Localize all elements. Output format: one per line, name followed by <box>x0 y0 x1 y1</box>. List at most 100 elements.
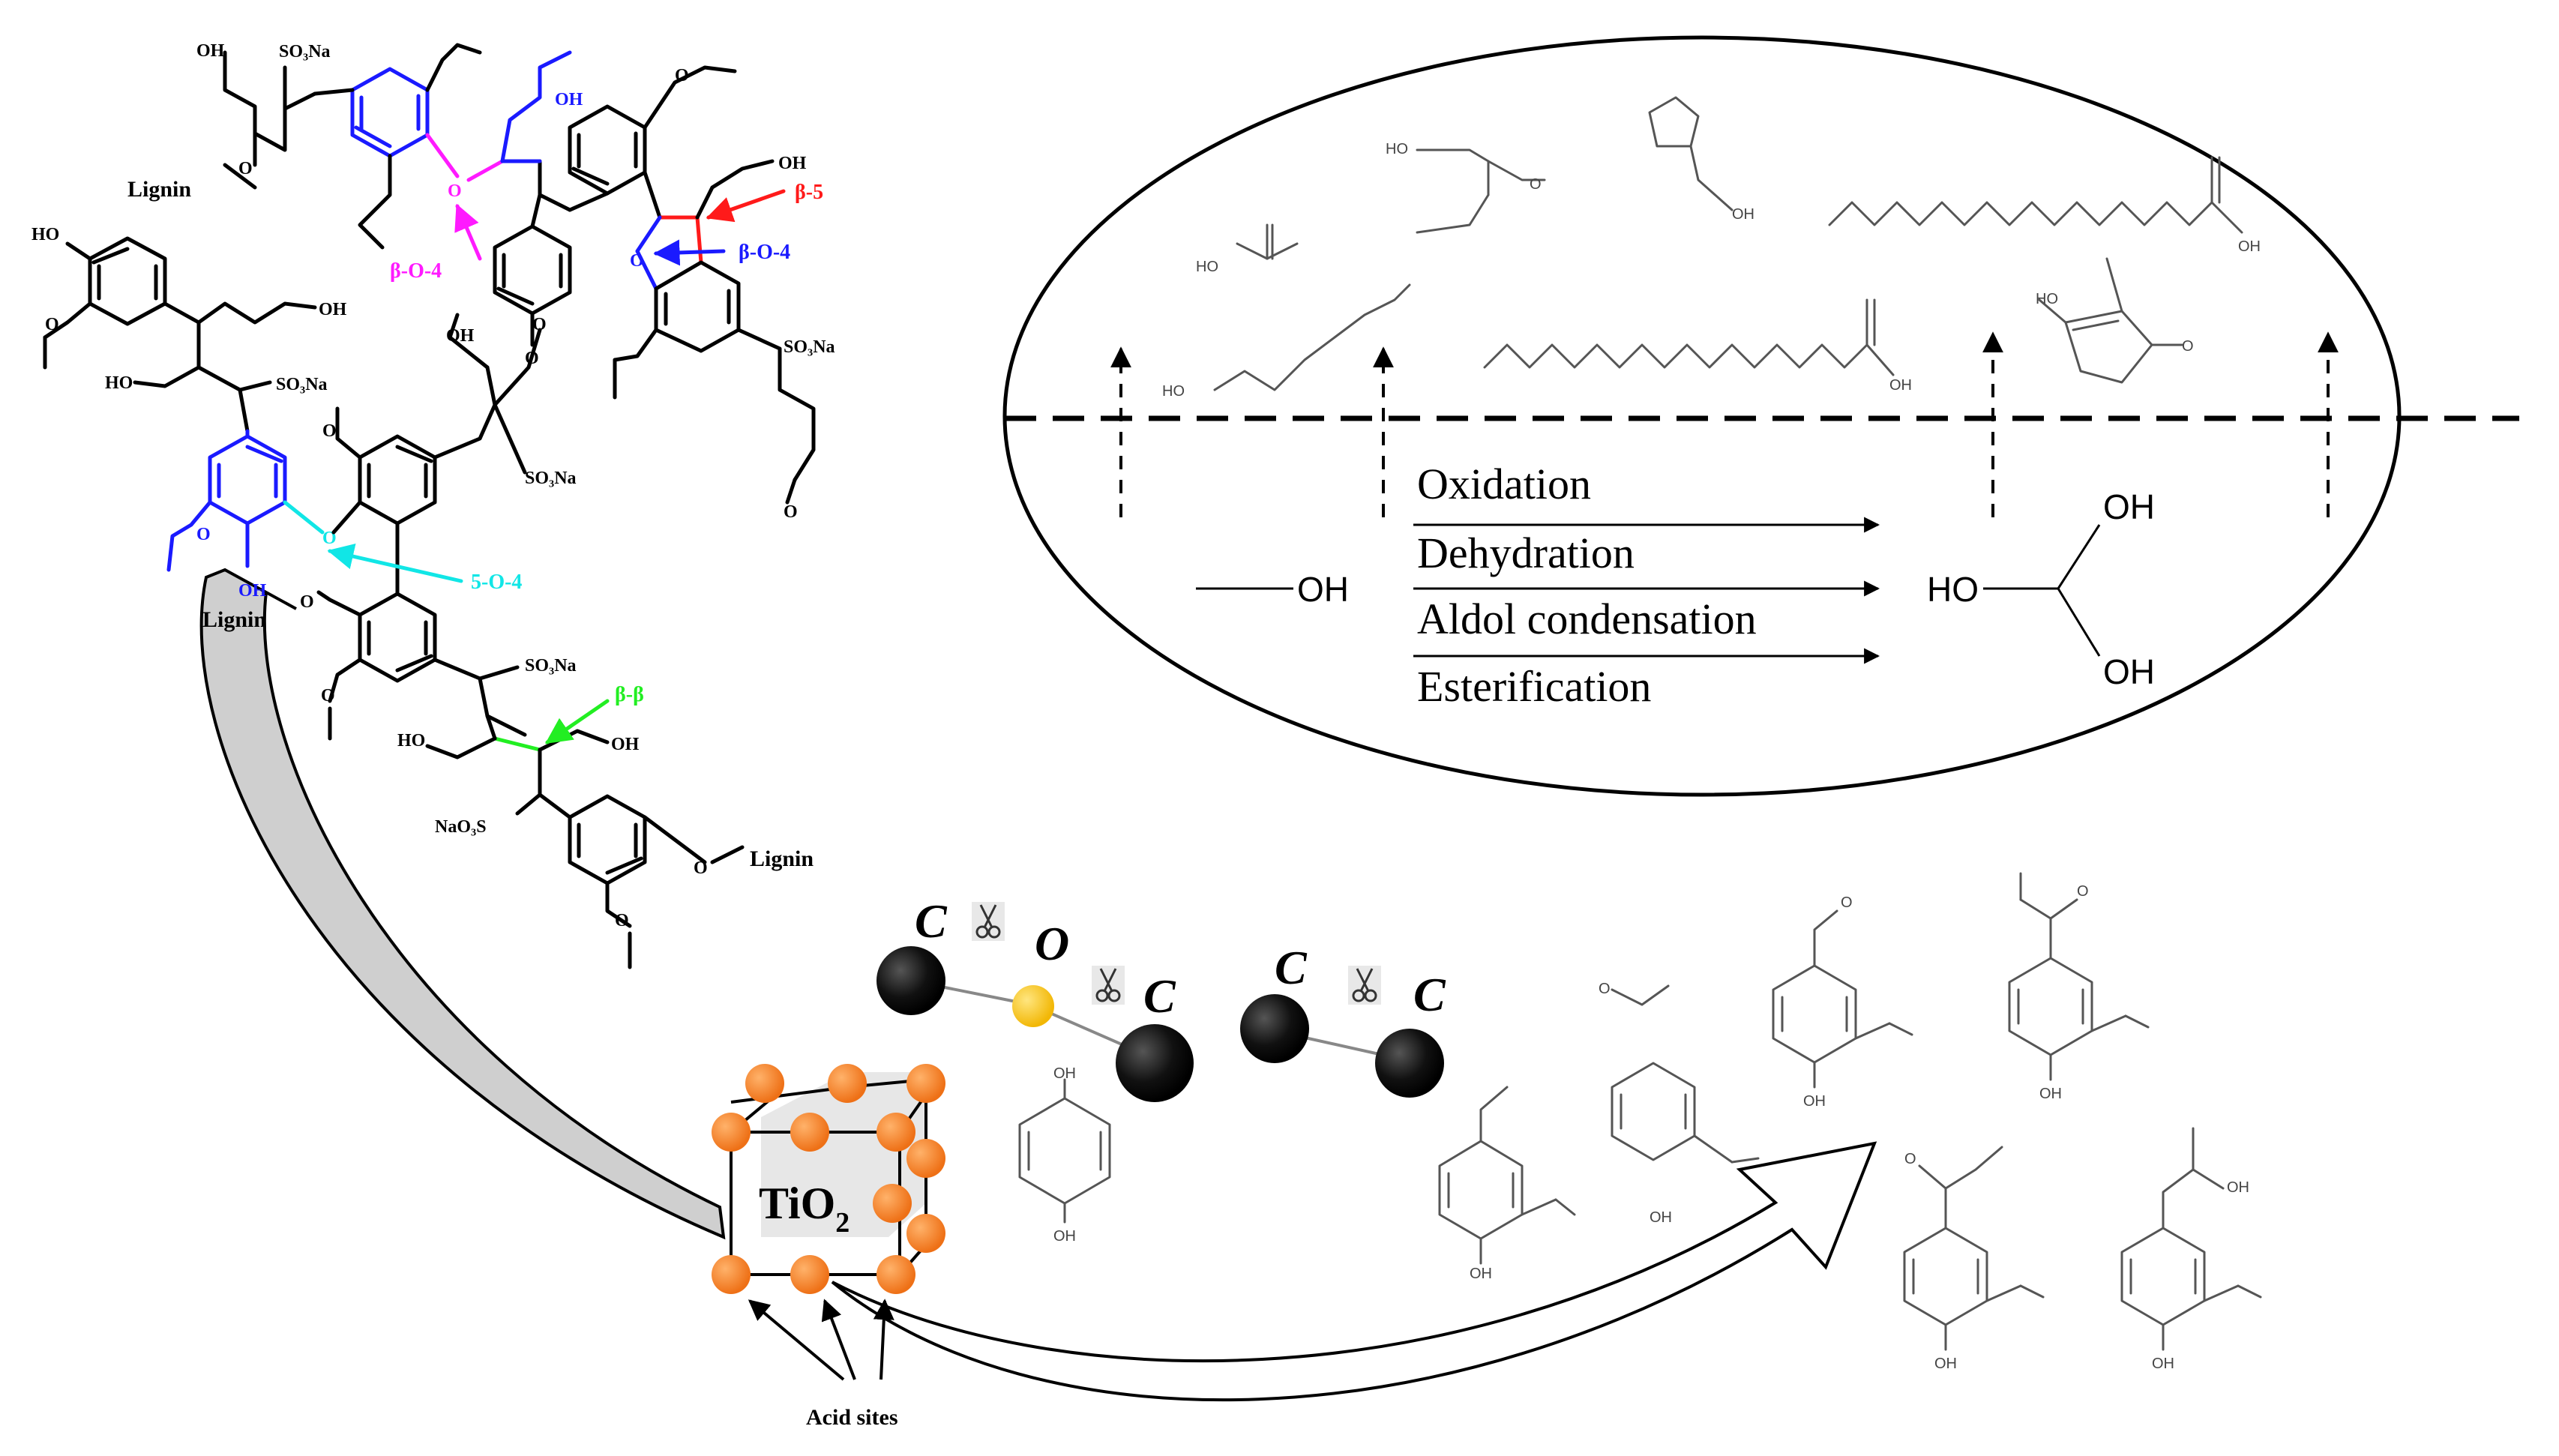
scissors-icon <box>1092 966 1125 1005</box>
o-label: O <box>1035 917 1069 970</box>
carbon-atom <box>876 946 945 1015</box>
lignin-to-catalyst-arrow <box>199 568 726 1240</box>
oh-label: OH <box>196 41 225 61</box>
ho-label: HO <box>1386 141 1408 157</box>
product-methyl-vanillate: OH O <box>2008 872 2150 1102</box>
c-label: C <box>1413 968 1446 1021</box>
lignin-label: Lignin <box>127 177 191 202</box>
product-anisole <box>1611 1062 1760 1164</box>
o-label: O <box>322 421 337 441</box>
o-label: O <box>1530 176 1542 193</box>
beta-o-4-label: β-O-4 <box>390 259 442 283</box>
oh-label: OH <box>1053 1065 1076 1082</box>
reaction-steps: Oxidation Dehydration Aldol condensation… <box>1413 460 1880 711</box>
product-vanillin: OH O <box>1772 894 1913 1110</box>
acid-site-spheres <box>712 1064 945 1294</box>
product-hydroxyacetate: HO O <box>1386 141 1546 234</box>
oxygen-atom <box>1012 985 1054 1027</box>
beta-o-4-magenta: β-O-4 <box>390 159 505 283</box>
c-label: C <box>1143 969 1176 1023</box>
tio2-catalyst-cube: TiO2 Acid sites <box>712 1064 945 1430</box>
so3na-label: SO₃Na <box>279 42 331 61</box>
naso3s-label: NaO₃S <box>435 817 487 837</box>
o-label: O <box>784 502 798 522</box>
product-acetic-acid: HO <box>1196 223 1299 275</box>
product-homovanillic-acid: OH OH <box>2120 1127 2262 1372</box>
lignin-structure: OH SO₃Na Lignin O O β-O-4 OH <box>31 41 835 969</box>
product-furfuryl-alcohol: OH <box>1648 96 1754 223</box>
beta-5-label: β-5 <box>795 181 823 204</box>
carbon-atom <box>1375 1029 1444 1098</box>
o-label: O <box>2182 338 2194 355</box>
oh-label: OH <box>1803 1093 1826 1110</box>
lignin-label: Lignin <box>202 607 266 632</box>
o-label: O <box>196 525 211 544</box>
dashed-arrows <box>1110 331 2339 517</box>
step-esterification: Esterification <box>1417 662 1651 711</box>
carbon-atom <box>1240 994 1309 1063</box>
guaiacyl-ring-left: HO O OH HO SO₃Na <box>31 225 347 433</box>
five-o-4-label: 5-O-4 <box>471 571 522 594</box>
oh-label: OH <box>1934 1356 1957 1372</box>
oh-label: OH <box>2238 238 2261 255</box>
o-label: O <box>448 181 462 201</box>
oh-label: OH <box>319 300 347 319</box>
oh-label: OH <box>1889 377 1912 394</box>
acid-site-arrows <box>748 1299 894 1381</box>
o-label: O <box>300 592 314 612</box>
reactant-oh: OH <box>1297 570 1349 609</box>
dihydrobenzofuran: O OH SO₃Na O <box>613 154 835 522</box>
o-label: O <box>321 686 335 706</box>
ho-label: HO <box>397 731 425 750</box>
product-fatty-acid-top: OH <box>1828 156 2261 255</box>
acid-sites-label: Acid sites <box>806 1405 898 1430</box>
reactant-alcohol: OH <box>1196 570 1349 609</box>
oh-label: OH <box>611 735 640 754</box>
ho-label: HO <box>1196 259 1218 275</box>
product-ethylene-glycol-ether: HO <box>1162 283 1411 400</box>
lignin-label: Lignin <box>750 846 814 871</box>
product-fatty-acid-bottom: OH <box>1483 298 1912 394</box>
carbon-atom <box>1116 1024 1194 1102</box>
oh-label: OH <box>2227 1179 2249 1196</box>
so3na-label: SO₃Na <box>784 337 835 357</box>
o-label: O <box>630 251 644 271</box>
beta-o-4-blue-annotation: β-O-4 <box>653 239 790 266</box>
five-o-4-annotation: 5-O-4 <box>327 543 522 594</box>
product-hydroquinone: OH OH <box>1018 1065 1111 1245</box>
c-label: C <box>915 894 948 948</box>
syringyl-ring-top: O <box>313 43 482 250</box>
phenyl-ring-middle: O <box>493 193 572 368</box>
step-dehydration: Dehydration <box>1417 529 1635 577</box>
beta-beta-label: β-β <box>615 683 644 706</box>
oh-label: OH <box>1470 1266 1492 1282</box>
guaiacyl-ring-blue: O OH O Lignin <box>166 429 337 632</box>
c-label: C <box>1275 941 1308 994</box>
oh-label: OH <box>1732 206 1754 223</box>
step-oxidation: Oxidation <box>1417 460 1591 508</box>
o-label: O <box>615 911 629 930</box>
oh-label: OH <box>446 326 475 346</box>
scissors-icon <box>972 902 1005 941</box>
product-triol: HO OH OH <box>1927 487 2155 691</box>
o-label: O <box>1841 894 1853 911</box>
o-label: O <box>1904 1151 1916 1167</box>
oh-label: OH <box>2152 1356 2174 1372</box>
guaiacyl-ring-bottom: O Lignin O <box>568 794 814 969</box>
ho-label: HO <box>2036 291 2058 307</box>
product-acetaldehyde: O <box>1599 981 1670 1006</box>
oh-label: OH <box>2039 1086 2062 1102</box>
lignin-top-chain: OH SO₃Na Lignin O <box>127 41 331 202</box>
catalyst-to-products-arrow <box>831 1141 1877 1402</box>
so3na-label: SO₃Na <box>525 656 577 676</box>
product-oh-bottom: OH <box>2103 652 2155 691</box>
beta-5-annotation: β-5 <box>706 181 823 223</box>
oh-label: OH <box>555 90 583 109</box>
oh-label: OH <box>1053 1228 1076 1245</box>
beta-o-4-blue-label: β-O-4 <box>739 241 790 264</box>
reaction-panel: HO HO O OH OH HO <box>1002 35 2519 797</box>
tio2-label: TiO2 <box>759 1179 850 1239</box>
o-label: O <box>694 858 708 878</box>
product-propioguaiacone: OH O <box>1903 1146 2045 1372</box>
c-c-cleavage: C C <box>1240 941 1446 1098</box>
